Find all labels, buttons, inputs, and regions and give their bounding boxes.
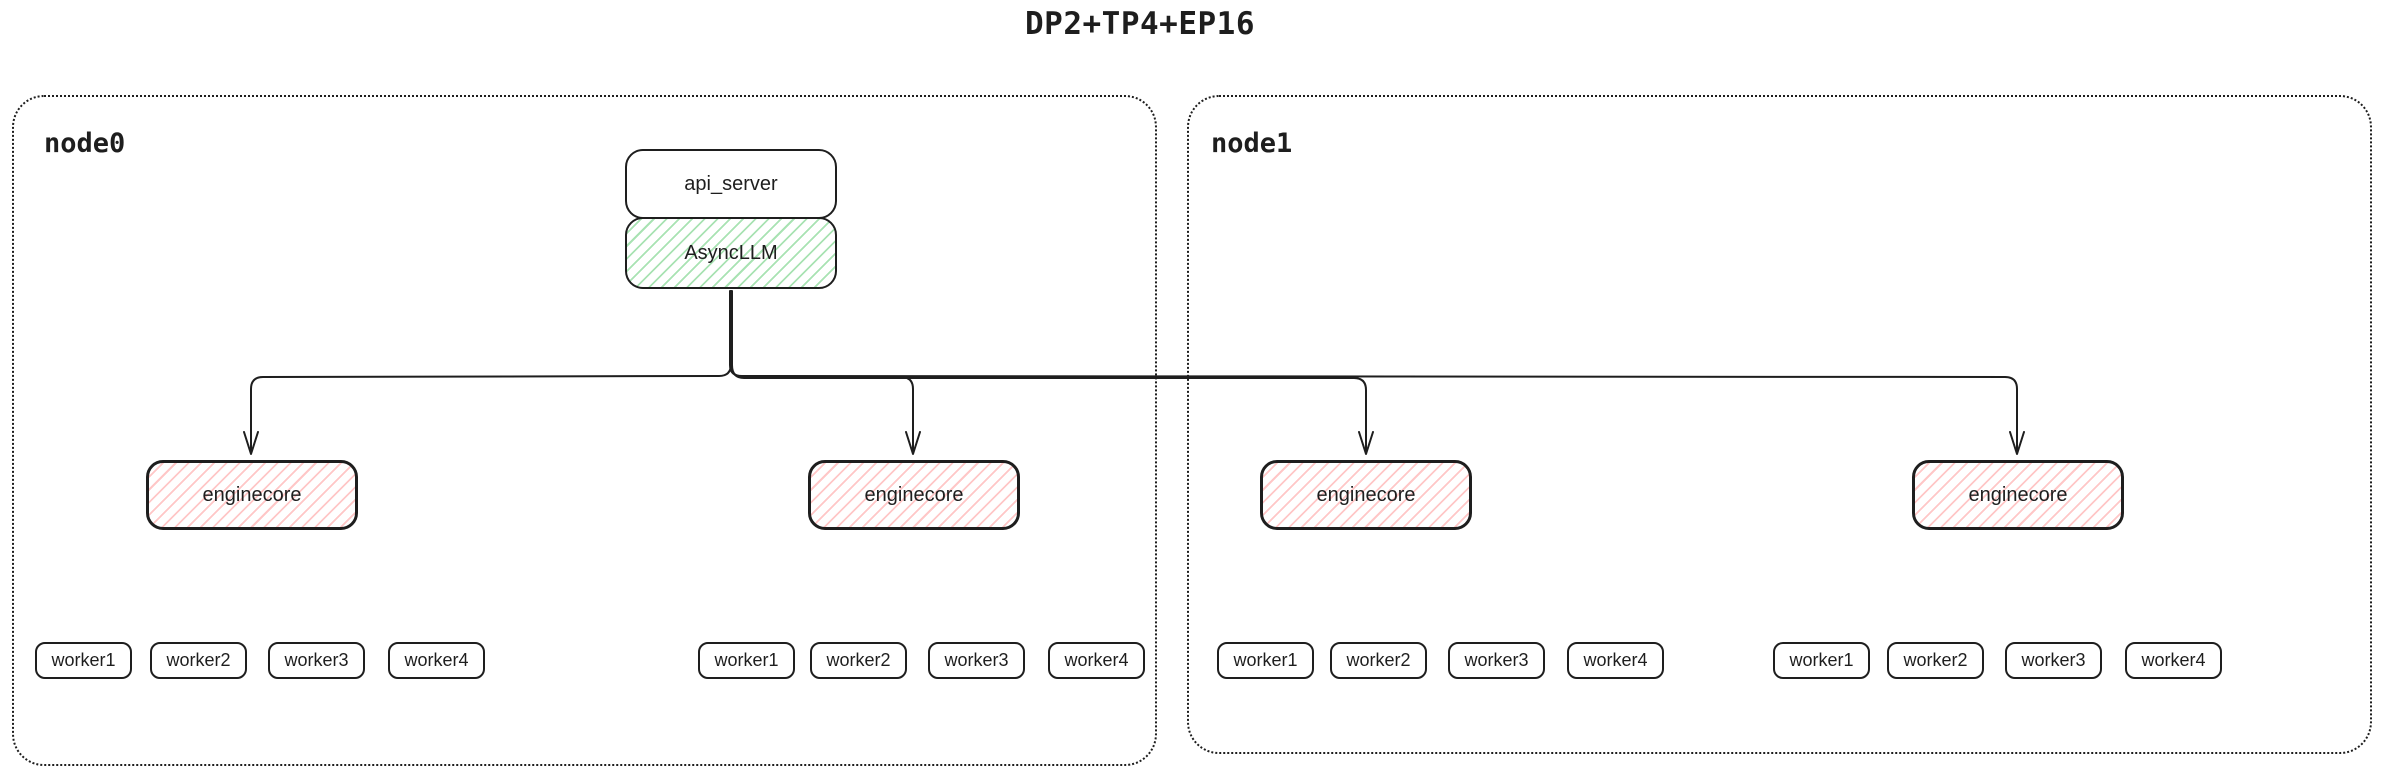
worker-box[interactable]: worker4 (1048, 642, 1145, 679)
worker-label: worker3 (944, 650, 1009, 670)
worker-label: worker4 (404, 650, 469, 670)
worker-label: worker3 (284, 650, 349, 670)
worker-label: worker3 (1464, 650, 1529, 670)
enginecore-box-node0-2[interactable]: enginecore (808, 460, 1020, 530)
diagram-title: DP2+TP4+EP16 (1025, 6, 1255, 42)
worker-box[interactable]: worker1 (1217, 642, 1314, 679)
worker-label: worker2 (826, 650, 891, 670)
worker-label: worker2 (1903, 650, 1968, 670)
worker-box[interactable]: worker2 (150, 642, 247, 679)
worker-label: worker1 (714, 650, 779, 670)
worker-label: worker1 (1789, 650, 1854, 670)
worker-label: worker3 (2021, 650, 2086, 670)
worker-box[interactable]: worker2 (1887, 642, 1984, 679)
worker-label: worker2 (166, 650, 231, 670)
worker-box[interactable]: worker3 (928, 642, 1025, 679)
worker-box[interactable]: worker4 (388, 642, 485, 679)
worker-label: worker4 (1064, 650, 1129, 670)
worker-box[interactable]: worker4 (1567, 642, 1664, 679)
node1-label: node1 (1211, 128, 1293, 159)
node0-label: node0 (44, 128, 126, 159)
worker-label: worker4 (1583, 650, 1648, 670)
enginecore-label: enginecore (864, 483, 964, 506)
worker-box[interactable]: worker3 (268, 642, 365, 679)
api-server-label: api_server (684, 172, 778, 195)
worker-label: worker2 (1346, 650, 1411, 670)
enginecore-box-node1-2[interactable]: enginecore (1912, 460, 2124, 530)
api-server-box[interactable]: api_server (625, 149, 837, 219)
worker-box[interactable]: worker4 (2125, 642, 2222, 679)
worker-label: worker1 (51, 650, 116, 670)
worker-box[interactable]: worker1 (698, 642, 795, 679)
worker-box[interactable]: worker2 (1330, 642, 1427, 679)
enginecore-box-node1-1[interactable]: enginecore (1260, 460, 1472, 530)
worker-box[interactable]: worker1 (35, 642, 132, 679)
async-llm-label: AsyncLLM (684, 241, 778, 264)
worker-box[interactable]: worker3 (1448, 642, 1545, 679)
enginecore-label: enginecore (1316, 483, 1416, 506)
worker-label: worker1 (1233, 650, 1298, 670)
worker-box[interactable]: worker3 (2005, 642, 2102, 679)
enginecore-box-node0-1[interactable]: enginecore (146, 460, 358, 530)
async-llm-box[interactable]: AsyncLLM (625, 217, 837, 289)
worker-label: worker4 (2141, 650, 2206, 670)
enginecore-label: enginecore (202, 483, 302, 506)
enginecore-label: enginecore (1968, 483, 2068, 506)
worker-box[interactable]: worker1 (1773, 642, 1870, 679)
worker-box[interactable]: worker2 (810, 642, 907, 679)
